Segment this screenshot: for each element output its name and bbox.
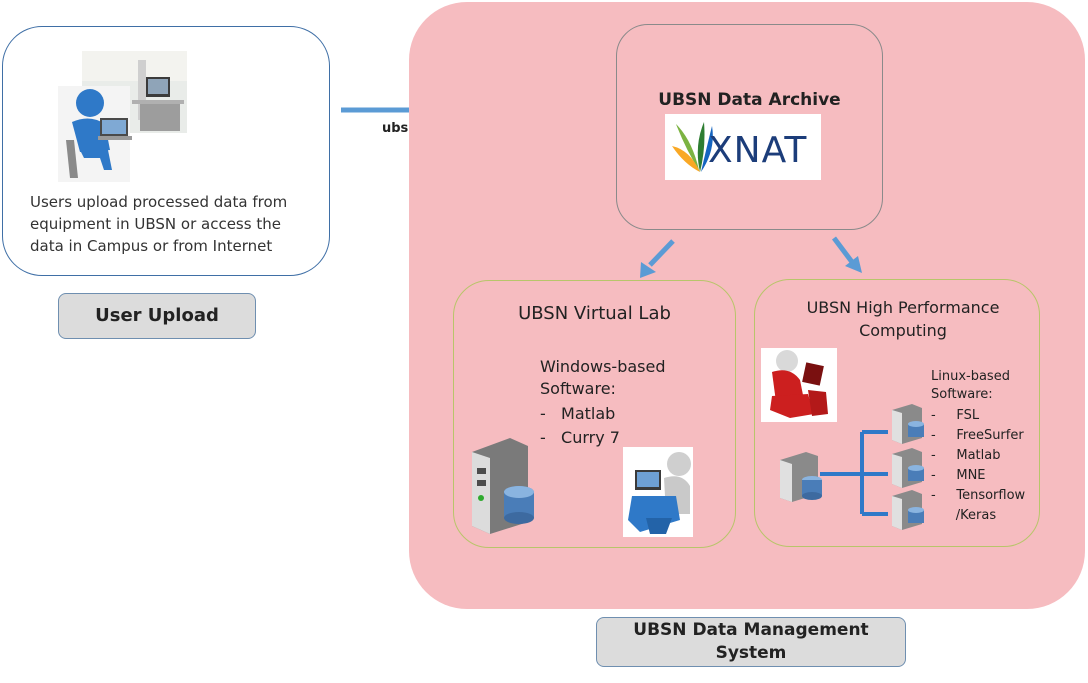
virtual-lab-title: UBSN Virtual Lab bbox=[518, 303, 671, 324]
software-item: /Keras bbox=[931, 508, 997, 523]
main-server-icon bbox=[780, 452, 822, 502]
software-item: - Matlab bbox=[540, 404, 616, 423]
software-heading-line: Software: bbox=[540, 379, 616, 398]
data-archive-title: UBSN Data Archive bbox=[658, 90, 841, 110]
xnat-logo-mark bbox=[672, 122, 713, 172]
user-upload-label: User Upload bbox=[58, 293, 256, 339]
software-item: - MNE bbox=[931, 468, 986, 483]
software-heading-line: Linux-based bbox=[931, 369, 1010, 384]
node-server-icon bbox=[892, 448, 924, 488]
hpc-title-line: Computing bbox=[859, 321, 947, 340]
system-label-line: System bbox=[715, 643, 787, 663]
red-user-icon bbox=[761, 348, 837, 422]
user-caption: Users upload processed data from equipme… bbox=[30, 191, 320, 257]
software-item: - FreeSurfer bbox=[931, 428, 1024, 443]
archive-to-hpc-arrow bbox=[832, 236, 862, 273]
software-heading-line: Windows-based bbox=[540, 357, 666, 376]
software-item: - FSL bbox=[931, 408, 980, 423]
xnat-logo-text: XNAT bbox=[708, 130, 808, 171]
user-caption-line: data in Campus or from Internet bbox=[30, 237, 273, 255]
system-label-line: UBSN Data Management bbox=[633, 620, 869, 640]
data-management-system-label: UBSN Data Management System bbox=[596, 617, 906, 667]
hpc-title-line: UBSN High Performance bbox=[806, 298, 1000, 317]
hpc-title: UBSN High Performance Computing bbox=[790, 296, 1016, 342]
software-heading-line: Software: bbox=[931, 387, 993, 402]
server-network-icon bbox=[780, 404, 924, 530]
software-item: - Tensorflow bbox=[931, 488, 1026, 503]
server-database-icon bbox=[472, 438, 534, 534]
software-item: - Curry 7 bbox=[540, 428, 620, 447]
node-server-icon bbox=[892, 404, 924, 444]
hpc-box bbox=[754, 279, 1040, 547]
user-caption-line: equipment in UBSN or access the bbox=[30, 215, 281, 233]
hpc-software-list: - FSL - FreeSurfer - Matlab - MNE - Tens… bbox=[931, 406, 1025, 526]
node-server-icon bbox=[892, 490, 924, 530]
laptop-user-icon bbox=[623, 447, 693, 537]
software-item: - Matlab bbox=[931, 448, 1001, 463]
archive-to-vlab-arrow bbox=[640, 239, 675, 278]
virtual-lab-box bbox=[453, 280, 736, 548]
virtual-lab-software-heading: Windows-based Software: bbox=[540, 356, 666, 400]
user-caption-line: Users upload processed data from bbox=[30, 193, 288, 211]
virtual-lab-software-list: - Matlab - Curry 7 bbox=[540, 402, 620, 450]
hpc-software-heading: Linux-based Software: bbox=[931, 368, 1010, 404]
computer-user-icon bbox=[58, 86, 132, 182]
